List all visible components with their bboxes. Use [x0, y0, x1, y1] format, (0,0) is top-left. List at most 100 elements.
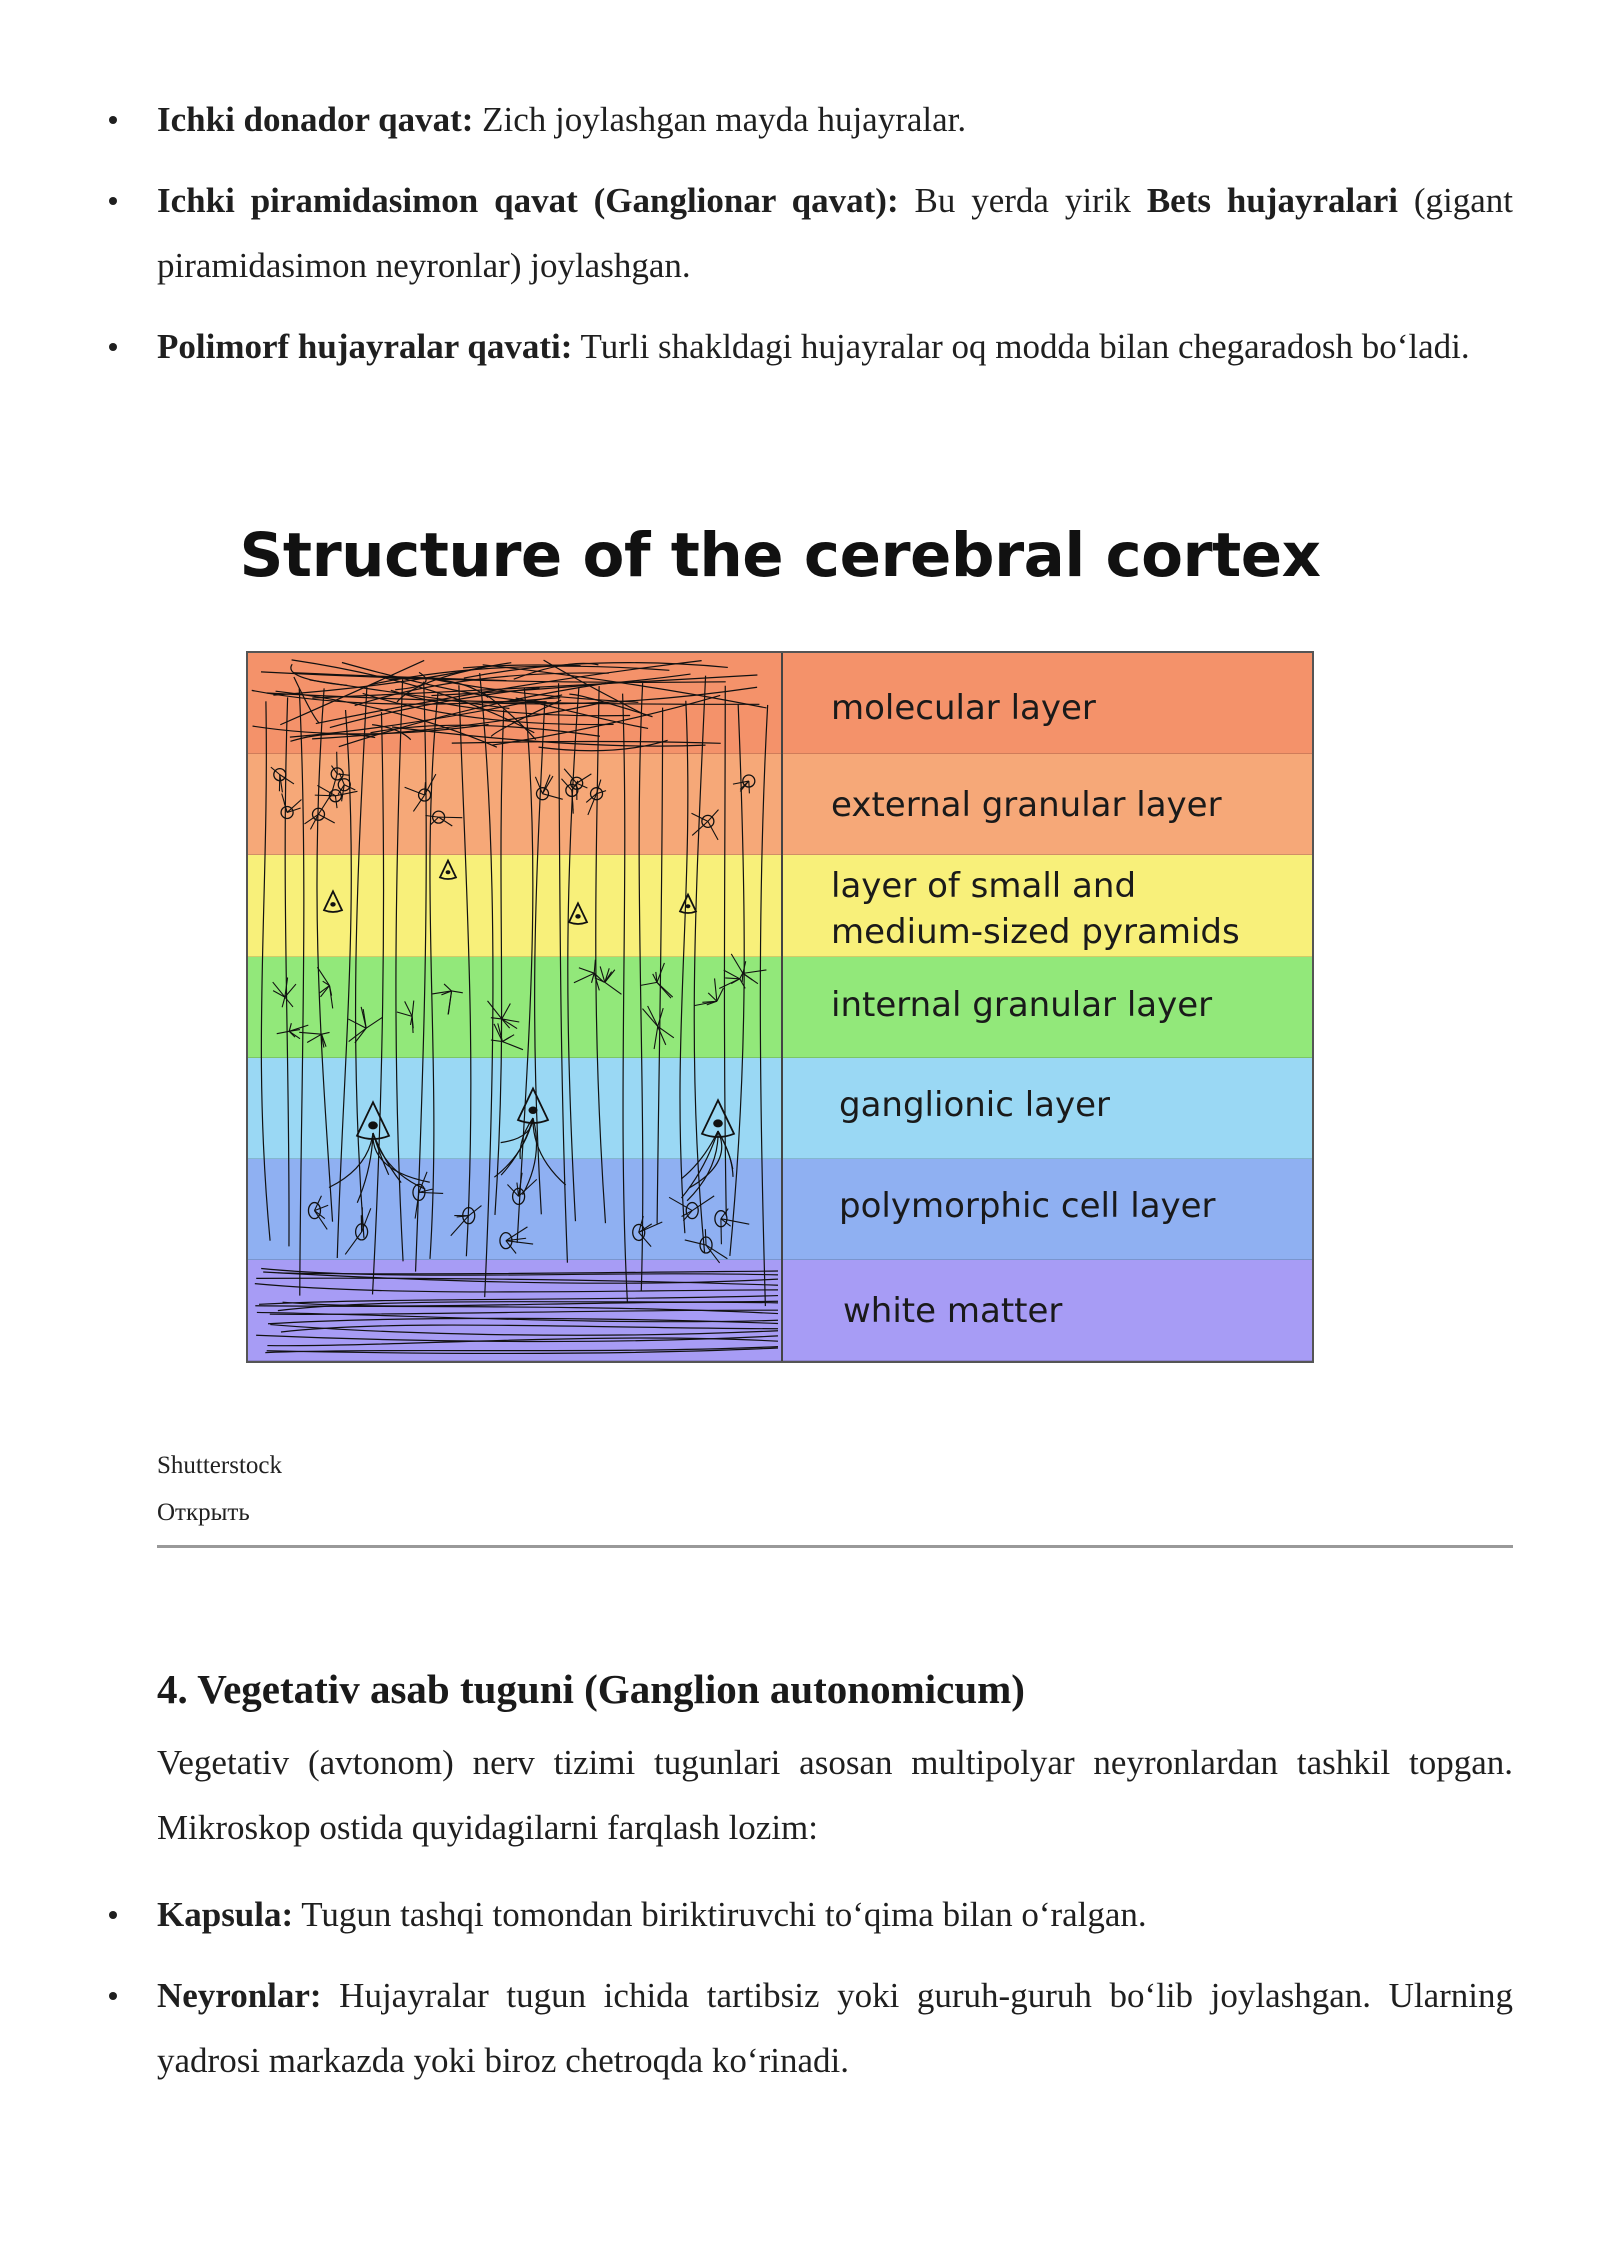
apical-dendrite [638, 683, 644, 1292]
basal-dendrite [521, 1117, 538, 1195]
basal-dendrite [356, 1132, 374, 1203]
stellate-dendrite [591, 973, 595, 983]
bullet-text: Zich joylashgan mayda hujayralar. [473, 100, 967, 139]
apical-dendrite [479, 673, 494, 1298]
polymorphic-dendrite [344, 1231, 363, 1255]
basal-dendrite [500, 1117, 534, 1144]
polymorphic-dendrite [638, 1216, 644, 1233]
polymorphic-dendrite [720, 1208, 729, 1220]
polymorphic-cell [632, 1223, 646, 1242]
granule-dendrite [318, 794, 332, 815]
layer-label: ganglionic layer [839, 1085, 1111, 1125]
polymorphic-dendrite [418, 1188, 433, 1193]
molecular-fiber [451, 740, 721, 744]
granule-cell [589, 787, 604, 801]
polymorphic-dendrite [681, 1210, 693, 1218]
stellate-dendrite [502, 1034, 515, 1043]
bottom-bullet-list: Kapsula: Tugun tashqi tomondan biriktiru… [109, 1882, 1513, 2109]
polymorphic-cell [499, 1232, 513, 1250]
apical-dendrite [595, 686, 607, 1224]
stellate-dendrite [742, 972, 753, 981]
granule-dendrite [404, 786, 425, 796]
granule-dendrite [309, 814, 319, 830]
stellate-dendrite [288, 1023, 292, 1032]
polymorphic-dendrite [313, 1195, 322, 1211]
stellate-dendrite [573, 972, 595, 984]
neuron-nucleus [368, 1121, 378, 1130]
molecular-fiber [390, 689, 631, 717]
polymorphic-dendrite [518, 1172, 523, 1197]
stellate-dendrite [501, 1003, 511, 1020]
stellate-dendrite [272, 990, 286, 998]
granule-dendrite [691, 812, 709, 822]
polymorphic-dendrite [505, 1240, 534, 1245]
granule-dendrite [587, 793, 598, 816]
molecular-fiber [431, 673, 691, 697]
stellate-dendrite [272, 981, 286, 998]
stellate-dendrite [362, 1009, 367, 1029]
layer-label-line1: layer of small and [831, 866, 1137, 906]
polymorphic-dendrite [450, 1215, 470, 1237]
stellate-dendrite [284, 996, 294, 1008]
bullet-term: Ichki piramidasimon qavat (Ganglionar qa… [157, 181, 899, 220]
top-bullet-list: Ichki donador qavat: Zich joylashgan may… [109, 87, 1513, 395]
stellate-dendrite [320, 985, 330, 998]
stellate-dendrite [604, 968, 610, 983]
granule-cell [701, 814, 715, 829]
stellate-dendrite [497, 1023, 503, 1042]
molecular-fiber [392, 726, 706, 747]
neuron-illustration [251, 659, 779, 1355]
open-link[interactable]: Открыть [157, 1499, 250, 1526]
stellate-dendrite [288, 1030, 301, 1040]
neuron-nucleus [713, 1119, 723, 1128]
neuron-nucleus [445, 870, 451, 875]
stellate-dendrite [487, 1000, 503, 1020]
stellate-dendrite [354, 1027, 367, 1044]
molecular-fiber [338, 682, 607, 748]
section-heading: 4. Vegetativ asab tuguni (Ganglion auton… [157, 1666, 1025, 1712]
stellate-dendrite [653, 1026, 659, 1050]
molecular-fiber [463, 662, 728, 679]
granule-dendrite [337, 784, 345, 795]
white-matter-fiber [267, 1337, 779, 1347]
stellate-dendrite [411, 1000, 415, 1017]
polymorphic-dendrite [705, 1244, 728, 1260]
stellate-dendrite [501, 1018, 520, 1023]
betz-cell [516, 1086, 550, 1124]
polymorphic-cell [307, 1201, 322, 1220]
polymorphic-dendrite [314, 1210, 326, 1220]
granule-dendrite [596, 779, 602, 794]
apical-dendrite [622, 693, 628, 1303]
basal-dendrite [328, 1132, 374, 1189]
list-item: Ichki piramidasimon qavat (Ganglionar qa… [109, 168, 1513, 298]
apical-dendrite [458, 685, 472, 1257]
polymorphic-cell [685, 1201, 699, 1220]
granule-dendrite [576, 782, 588, 789]
stellate-dendrite [656, 962, 665, 983]
granule-dendrite [561, 778, 573, 791]
bullet-term: Neyronlar: [157, 1976, 322, 2015]
apical-dendrite [494, 709, 505, 1215]
stellate-dendrite [578, 967, 595, 974]
molecular-fiber [490, 699, 562, 737]
stellate-dendrite [739, 978, 746, 989]
polymorphic-cell [511, 1187, 526, 1206]
stellate-dendrite [640, 981, 658, 986]
figure-title: Structure of the cerebral cortex [239, 520, 1322, 591]
granule-dendrite [334, 795, 338, 809]
stellate-dendrite [707, 992, 718, 1002]
molecular-fiber [291, 659, 535, 734]
section-divider [157, 1545, 1513, 1548]
granule-dendrite [338, 772, 345, 785]
stellate-dendrite [276, 1030, 290, 1035]
granule-dendrite [691, 820, 709, 836]
stellate-dendrite [299, 1031, 322, 1035]
stellate-dendrite [647, 1005, 659, 1027]
stellate-dendrite [657, 1025, 675, 1039]
stellate-dendrite [656, 982, 672, 999]
granule-dendrite [748, 780, 750, 794]
stellate-dendrite [281, 996, 286, 1008]
basal-dendrite [532, 1117, 567, 1186]
granule-cell [337, 778, 351, 792]
stellate-dendrite [321, 1033, 327, 1047]
